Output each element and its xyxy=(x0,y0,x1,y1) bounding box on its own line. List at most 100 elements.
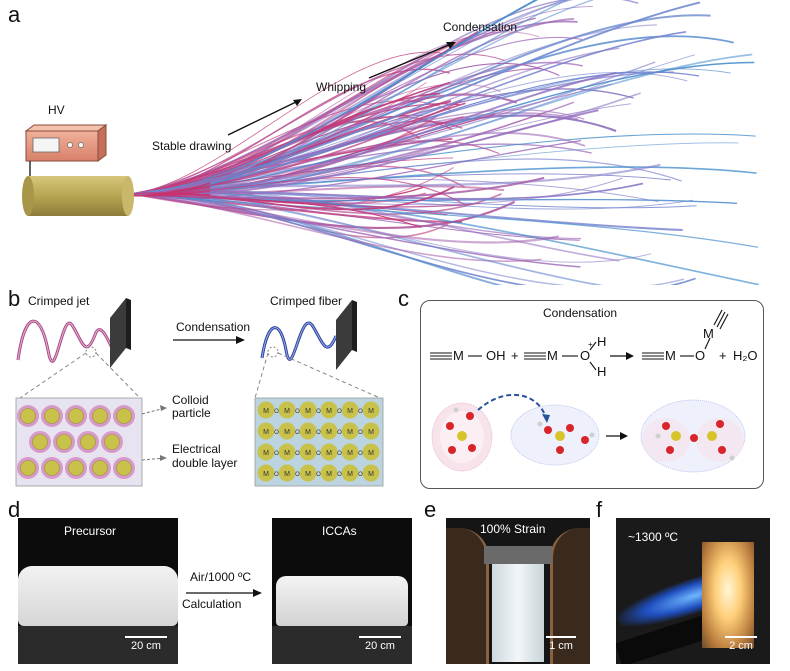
network-node xyxy=(299,422,317,440)
network-node xyxy=(257,464,275,482)
precursor-label: Precursor xyxy=(64,524,117,538)
network-node xyxy=(341,464,359,482)
strain-photo: 100% Strain 1 cm xyxy=(446,518,590,664)
oxygen-symbol: O xyxy=(358,430,363,436)
network-node xyxy=(299,443,317,461)
metal-symbol: M xyxy=(326,471,332,478)
reaction-title: Condensation xyxy=(543,306,618,320)
reaction-scheme xyxy=(430,309,746,473)
scale-bar-strain: 1 cm xyxy=(538,636,584,652)
flame-photo: ~1300 ºC 2 cm xyxy=(616,518,770,664)
edl-label-2: double layer xyxy=(172,456,238,470)
stage-arrows xyxy=(227,42,456,136)
colloid-core xyxy=(104,434,120,450)
oxygen-symbol: O xyxy=(316,472,321,478)
electrospinning-illustration xyxy=(22,0,759,285)
metal-symbol: M xyxy=(284,408,290,415)
colloid-core xyxy=(80,434,96,450)
metal-symbol: M xyxy=(284,429,290,436)
oxygen-symbol: O xyxy=(316,451,321,457)
colloid-core xyxy=(20,460,36,476)
oxygen-symbol: O xyxy=(358,409,363,415)
metal-symbol: M xyxy=(305,471,311,478)
stable-drawing-label: Stable drawing xyxy=(152,139,232,153)
stretched-sample xyxy=(492,560,544,662)
eq-h1: H xyxy=(597,334,607,349)
eq-o: O xyxy=(580,348,591,363)
glowing-sample xyxy=(702,542,754,648)
eq-oh: OH xyxy=(486,348,506,363)
temperature-label: ~1300 ºC xyxy=(628,530,679,544)
panel-e-letter: e xyxy=(424,497,437,522)
fiber-strand xyxy=(131,0,569,195)
metal-symbol: M xyxy=(347,450,353,457)
metal-symbol: M xyxy=(305,408,311,415)
network-node xyxy=(278,464,296,482)
panel-b-letter: b xyxy=(8,286,21,311)
scale-text-precursor: 20 cm xyxy=(131,640,161,652)
hv-label: HV xyxy=(48,103,65,117)
spinneret-nozzle xyxy=(22,176,134,216)
metal-symbol: M xyxy=(263,408,269,415)
panel-c-letter: c xyxy=(398,286,409,311)
precursor-sample xyxy=(18,566,178,626)
fiber-strand xyxy=(131,1,701,195)
fiber-strand xyxy=(131,53,506,195)
metal-symbol: M xyxy=(284,471,290,478)
network-node xyxy=(362,422,380,440)
network-node xyxy=(257,401,275,419)
fiber-strand xyxy=(131,62,560,195)
oxygen-symbol: O xyxy=(337,472,342,478)
metal-symbol: M xyxy=(263,450,269,457)
network-node xyxy=(299,464,317,482)
eq-m1: M xyxy=(453,348,464,363)
condensation-label: Condensation xyxy=(443,20,518,34)
colloid-core xyxy=(68,408,84,424)
fiber-strand xyxy=(131,99,463,195)
panel-f-letter: f xyxy=(596,497,603,522)
colloid-core xyxy=(20,408,36,424)
molecule-blob-1 xyxy=(431,402,493,472)
oxygen-symbol: O xyxy=(274,409,279,415)
oxygen-symbol: O xyxy=(295,409,300,415)
crimped-fiber-label: Crimped fiber xyxy=(270,294,343,308)
colloid-core xyxy=(56,434,72,450)
network-node xyxy=(362,464,380,482)
oxygen-symbol: O xyxy=(295,430,300,436)
scale-bar-flame: 2 cm xyxy=(718,636,764,652)
network-node xyxy=(341,422,359,440)
network-node xyxy=(257,443,275,461)
colloid-label-1: Colloid xyxy=(172,393,209,407)
molecule-blob-3 xyxy=(640,399,746,473)
oxygen-symbol: O xyxy=(316,430,321,436)
crimped-jet-label: Crimped jet xyxy=(28,294,90,308)
eq-h2: H xyxy=(597,364,607,379)
iccas-photo: ICCAs 20 cm xyxy=(272,518,412,664)
oxygen-symbol: O xyxy=(337,409,342,415)
metal-symbol: M xyxy=(263,429,269,436)
metal-symbol: M xyxy=(368,429,374,436)
oxygen-symbol: O xyxy=(358,451,363,457)
eq-plus-1: + xyxy=(511,348,519,363)
oxygen-symbol: O xyxy=(337,430,342,436)
colloid-core xyxy=(116,460,132,476)
network-node xyxy=(278,443,296,461)
oxygen-symbol: O xyxy=(358,472,363,478)
metal-symbol: M xyxy=(326,408,332,415)
metal-symbol: M xyxy=(326,450,332,457)
panel-a-letter: a xyxy=(8,2,21,27)
eq-m-top: M xyxy=(703,326,714,341)
eq-o2: O xyxy=(695,348,706,363)
oxygen-symbol: O xyxy=(274,451,279,457)
strain-label: 100% Strain xyxy=(480,522,546,536)
jet-strand xyxy=(127,185,211,197)
metal-symbol: M xyxy=(263,471,269,478)
molecule-blob-2 xyxy=(510,404,600,466)
fiber-bundle xyxy=(127,0,759,285)
fiber-strand xyxy=(131,192,560,244)
eq-water: H₂O xyxy=(733,348,758,363)
fiber-strand xyxy=(131,100,452,195)
colloid-core xyxy=(44,460,60,476)
network-node xyxy=(320,464,338,482)
